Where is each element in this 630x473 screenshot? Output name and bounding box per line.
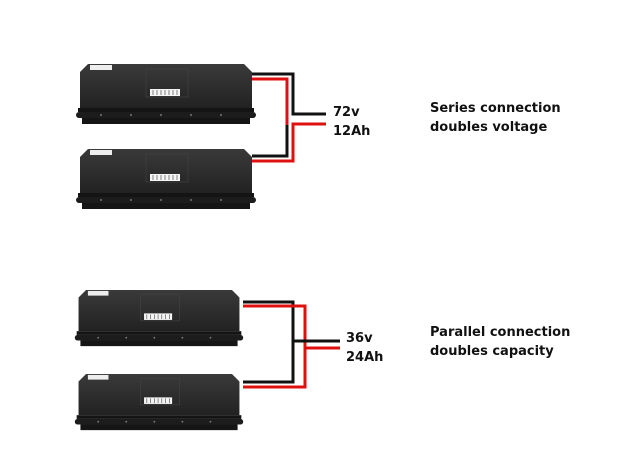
parallel-caption: Parallel connection doubles capacity: [430, 323, 570, 361]
series-caption: Series connection doubles voltage: [430, 99, 561, 137]
parallel-title: Parallel connection: [430, 325, 571, 340]
parallel-output-label: 36v 24Ah: [346, 329, 383, 367]
series-black-wire-out: [252, 72, 326, 116]
series-output-label: 72v 12Ah: [333, 103, 370, 141]
series-capacity: 12Ah: [333, 124, 371, 139]
parallel-black-bus: [243, 300, 295, 384]
parallel-subtitle: doubles capacity: [430, 344, 554, 359]
parallel-capacity: 24Ah: [346, 350, 384, 365]
battery-parallel-bottom: [74, 373, 244, 431]
series-red-wire-out: [252, 122, 326, 163]
series-voltage: 72v: [333, 105, 360, 120]
series-red-link: [252, 77, 289, 125]
battery-series-bottom: [75, 148, 257, 210]
battery-parallel-top: [74, 289, 244, 347]
parallel-voltage: 36v: [346, 331, 373, 346]
series-black-link: [252, 125, 289, 158]
battery-series-top: [75, 63, 257, 125]
series-title: Series connection: [430, 101, 561, 116]
parallel-red-bus: [243, 304, 307, 389]
series-subtitle: doubles voltage: [430, 120, 548, 135]
